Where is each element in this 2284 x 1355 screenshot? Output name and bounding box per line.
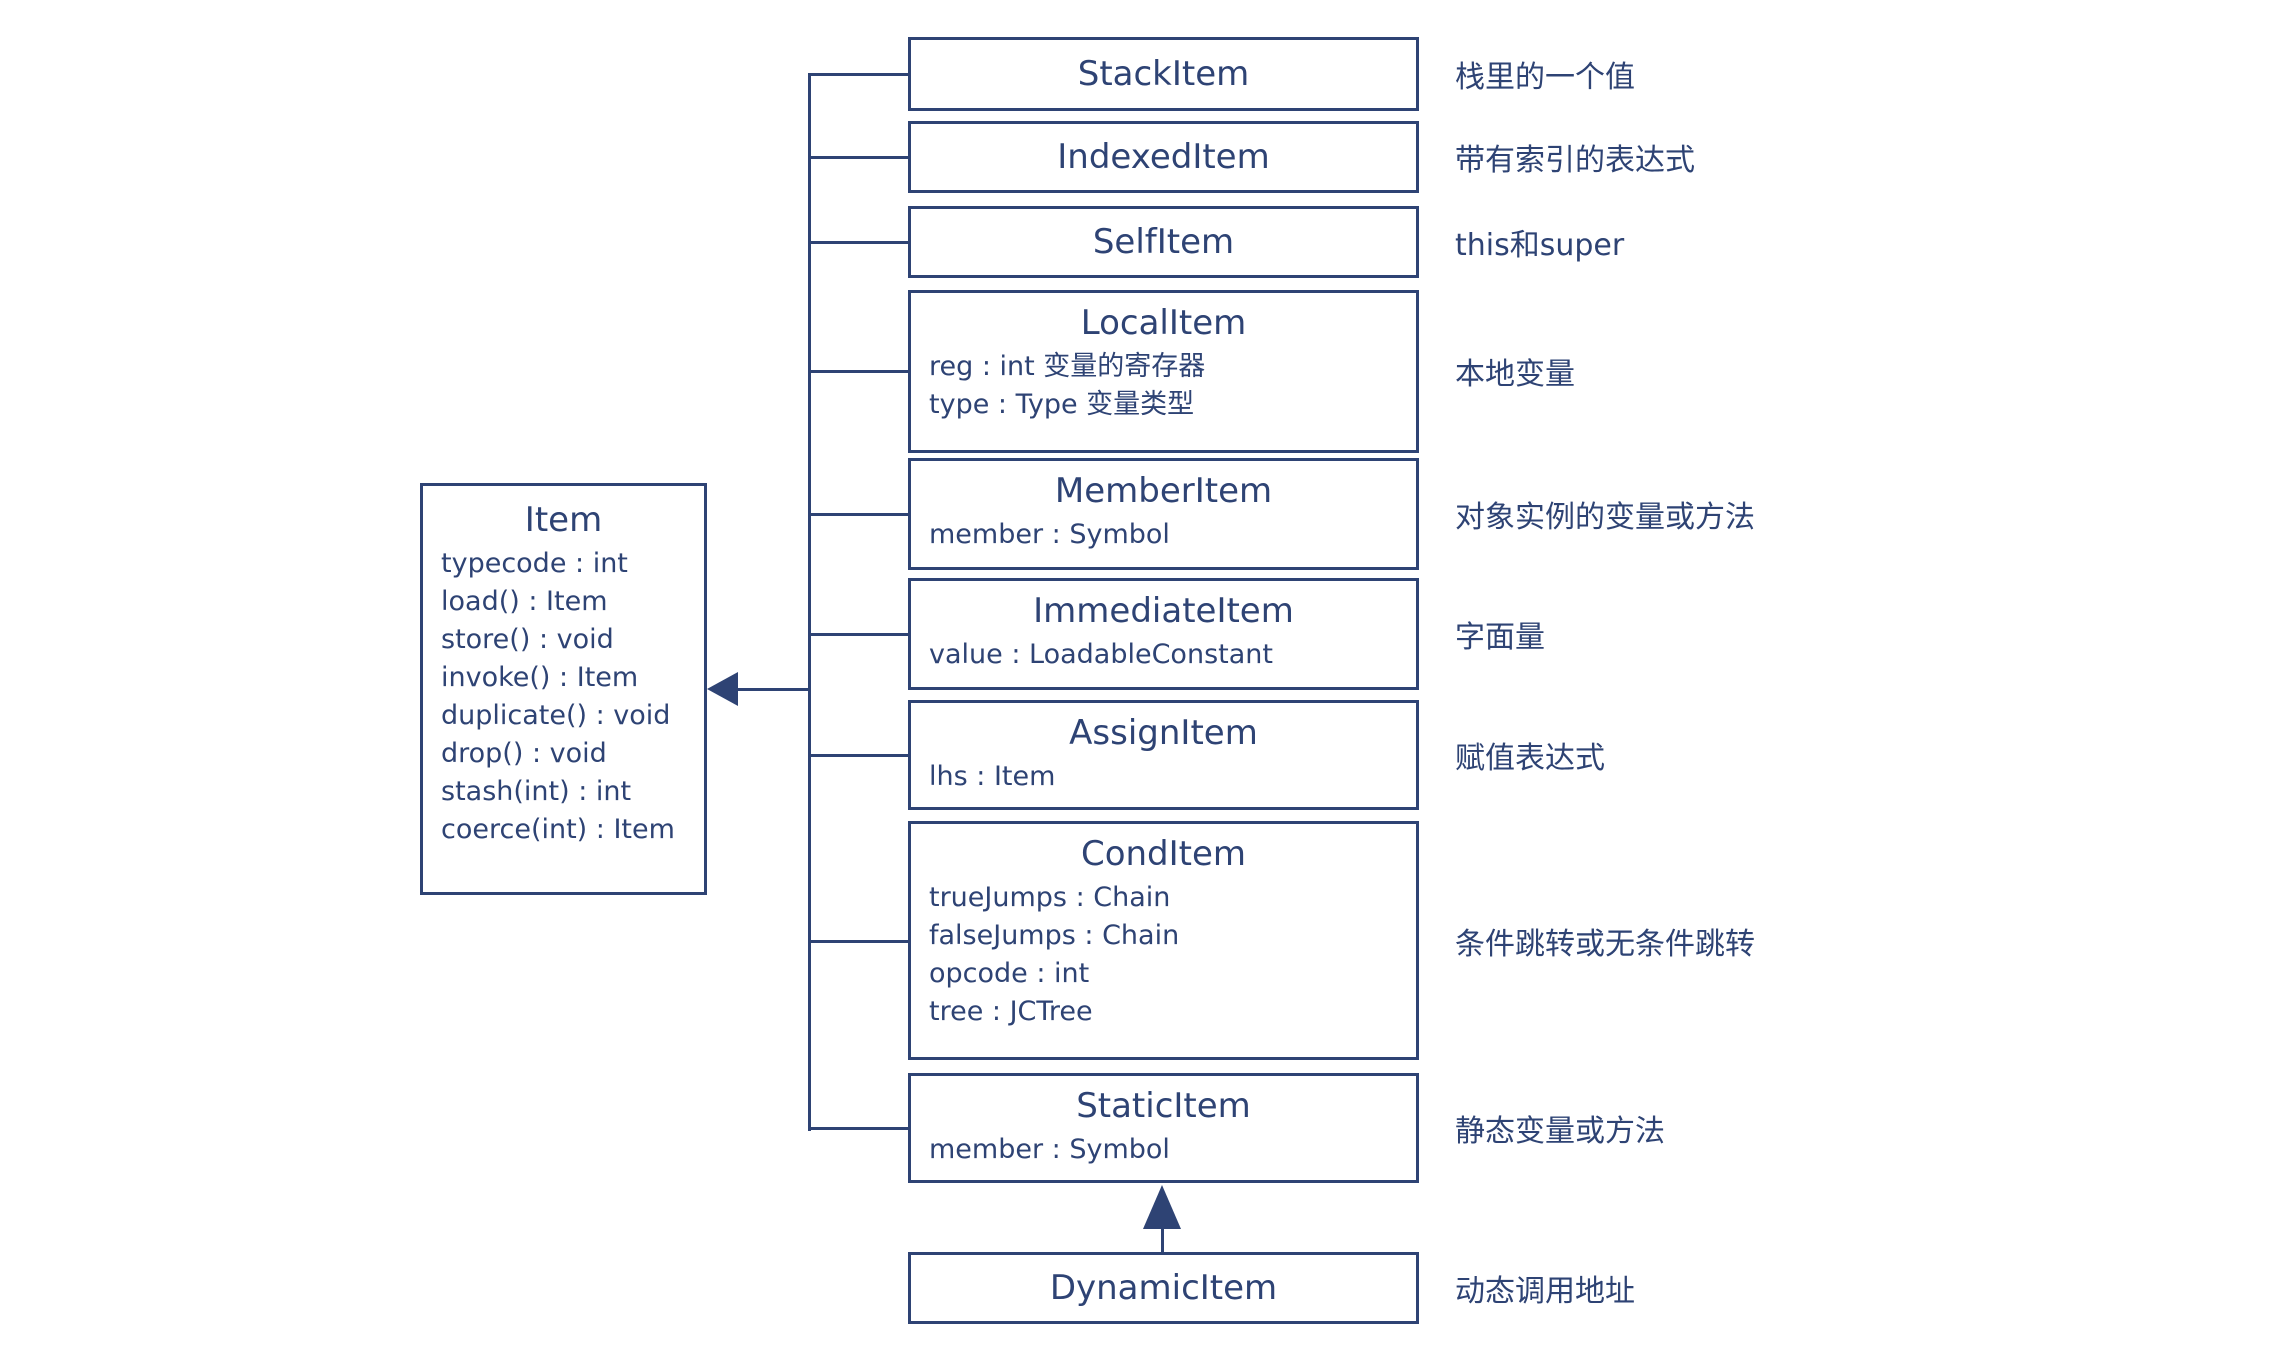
class-box-item: Item typecode : int load() : Item store(… — [420, 483, 707, 895]
class-box-dynamicitem: DynamicItem — [908, 1252, 1419, 1324]
dynamicitem-arrow-shaft — [1161, 1228, 1164, 1254]
class-box-conditem: CondItem trueJumps : Chain falseJumps : … — [908, 821, 1419, 1060]
class-box-localitem: LocalItem reg : int 变量的寄存器 type : Type 变… — [908, 290, 1419, 453]
class-members-localitem: reg : int 变量的寄存器 type : Type 变量类型 — [911, 348, 1416, 424]
class-member: duplicate() : void — [441, 700, 671, 731]
class-members-memberitem: member : Symbol — [911, 516, 1416, 554]
class-name-conditem: CondItem — [1080, 834, 1247, 874]
class-box-indexeditem: IndexedItem — [908, 121, 1419, 193]
generalization-arrowhead-left-icon — [707, 672, 738, 706]
class-members-item: typecode : int load() : Item store() : v… — [423, 545, 704, 849]
class-name-assignitem: AssignItem — [1069, 713, 1258, 753]
class-box-staticitem: StaticItem member : Symbol — [908, 1073, 1419, 1183]
generalization-arrow-shaft — [735, 688, 810, 691]
connector-stackitem-line — [808, 73, 908, 76]
class-member: typecode : int — [441, 548, 628, 579]
connector-memberitem-line — [808, 513, 908, 516]
class-members-assignitem: lhs : Item — [911, 758, 1416, 796]
annotation-stackitem: 栈里的一个值 — [1455, 60, 1635, 95]
class-member: member : Symbol — [929, 519, 1170, 550]
connector-staticitem-line — [808, 1127, 908, 1130]
class-members-staticitem: member : Symbol — [911, 1131, 1416, 1169]
class-member: coerce(int) : Item — [441, 814, 675, 845]
class-members-immediateitem: value : LoadableConstant — [911, 636, 1416, 674]
connector-localitem-line — [808, 370, 908, 373]
class-member: opcode : int — [929, 958, 1090, 989]
class-name-item: Item — [524, 500, 603, 540]
connector-immediateitem-line — [808, 633, 908, 636]
class-member: tree : JCTree — [929, 996, 1093, 1027]
class-name-immediateitem: ImmediateItem — [1033, 591, 1294, 631]
annotation-indexeditem: 带有索引的表达式 — [1455, 143, 1695, 178]
class-name-localitem: LocalItem — [1080, 303, 1247, 343]
class-name-staticitem: StaticItem — [1076, 1086, 1251, 1126]
dynamicitem-arrowhead-up-icon — [1143, 1185, 1181, 1229]
class-member: reg : int 变量的寄存器 — [929, 351, 1206, 382]
class-member: store() : void — [441, 624, 614, 655]
connector-indexeditem-line — [808, 156, 908, 159]
annotation-staticitem: 静态变量或方法 — [1455, 1114, 1665, 1149]
annotation-localitem: 本地变量 — [1455, 357, 1575, 392]
class-member: invoke() : Item — [441, 662, 639, 693]
class-member: lhs : Item — [929, 761, 1056, 792]
annotation-conditem: 条件跳转或无条件跳转 — [1455, 927, 1755, 962]
annotation-memberitem: 对象实例的变量或方法 — [1455, 500, 1755, 535]
class-name-stackitem: StackItem — [1077, 54, 1250, 94]
connector-assignitem-line — [808, 754, 908, 757]
class-member: drop() : void — [441, 738, 607, 769]
class-name-indexeditem: IndexedItem — [1057, 137, 1270, 177]
class-member: stash(int) : int — [441, 776, 632, 807]
class-member: trueJumps : Chain — [929, 882, 1171, 913]
class-member: value : LoadableConstant — [929, 639, 1273, 670]
hierarchy-trunk-line — [808, 73, 811, 1131]
class-box-stackitem: StackItem — [908, 37, 1419, 111]
class-members-conditem: trueJumps : Chain falseJumps : Chain opc… — [911, 879, 1416, 1031]
annotation-assignitem: 赋值表达式 — [1455, 741, 1605, 776]
annotation-selfitem: this和super — [1455, 228, 1625, 263]
connector-selfitem-line — [808, 241, 908, 244]
class-member: member : Symbol — [929, 1134, 1170, 1165]
class-name-selfitem: SelfItem — [1092, 222, 1235, 262]
class-member: type : Type 变量类型 — [929, 389, 1195, 420]
class-box-memberitem: MemberItem member : Symbol — [908, 458, 1419, 570]
class-box-assignitem: AssignItem lhs : Item — [908, 700, 1419, 810]
class-member: load() : Item — [441, 586, 608, 617]
class-box-selfitem: SelfItem — [908, 206, 1419, 278]
connector-conditem-line — [808, 940, 908, 943]
annotation-immediateitem: 字面量 — [1455, 620, 1545, 655]
class-box-immediateitem: ImmediateItem value : LoadableConstant — [908, 578, 1419, 690]
class-name-memberitem: MemberItem — [1054, 471, 1273, 511]
annotation-dynamicitem: 动态调用地址 — [1455, 1274, 1635, 1309]
class-name-dynamicitem: DynamicItem — [1049, 1268, 1278, 1308]
class-member: falseJumps : Chain — [929, 920, 1180, 951]
